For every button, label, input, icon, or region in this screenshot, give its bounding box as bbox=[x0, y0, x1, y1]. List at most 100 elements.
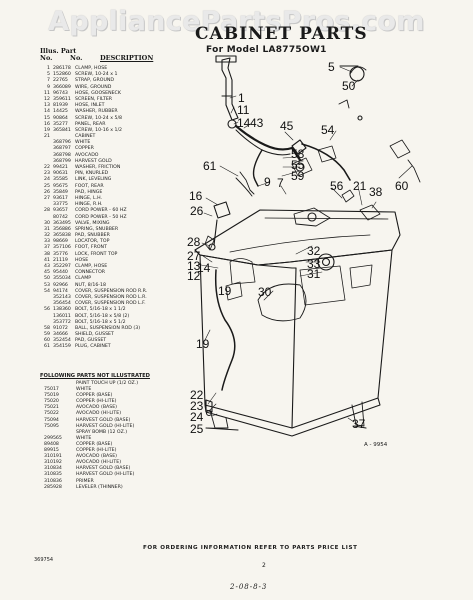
illus-no: 25 bbox=[44, 183, 50, 189]
part-no: 356886 bbox=[53, 226, 71, 232]
part-description: FOOT, FRONT bbox=[75, 245, 107, 251]
callout-1: 1 bbox=[238, 91, 245, 105]
illus-no: 14 bbox=[44, 109, 50, 115]
part-description: CORD POWER - 60 HZ bbox=[75, 208, 127, 214]
part-no: 363495 bbox=[53, 220, 71, 226]
callout-28: 28 bbox=[187, 235, 201, 249]
part-no: 359611 bbox=[53, 96, 71, 102]
callout-54: 54 bbox=[321, 123, 335, 137]
illus-no: 11 bbox=[44, 90, 50, 96]
part-no: 310835 bbox=[44, 472, 62, 478]
model-line: For Model LA8775OW1 bbox=[206, 45, 327, 55]
illus-part-label: Illus. Part bbox=[40, 47, 77, 55]
part-description: HARVEST GOLD bbox=[75, 158, 112, 164]
part-description: STRAP, GROUND bbox=[75, 78, 115, 84]
leader-lines bbox=[200, 66, 413, 429]
callout-22: 22 bbox=[190, 388, 204, 402]
part-description: HOSE, GOOSENECK bbox=[75, 90, 121, 96]
part-description: BOLT, 5/16-18 x 1 1/2 bbox=[75, 307, 126, 313]
part-description: SCREEN, FILTER bbox=[75, 96, 113, 102]
part-no: 99421 bbox=[53, 165, 68, 170]
part-no: 368799 bbox=[53, 158, 71, 164]
part-description: CONNECTOR bbox=[75, 270, 106, 276]
callout-25: 25 bbox=[190, 422, 204, 436]
callout-27: 27 bbox=[187, 249, 201, 263]
part-description: PAD, GUSSET bbox=[75, 338, 107, 344]
part-no: 80742 bbox=[53, 214, 68, 220]
part-no: 365838 bbox=[53, 233, 71, 239]
callout-45: 45 bbox=[280, 119, 294, 133]
part-description: LOCK, FRONT TOP bbox=[75, 251, 118, 257]
not-illustrated-row: 310836 PRIMER bbox=[40, 479, 190, 485]
figure-code: A - 9954 bbox=[364, 442, 388, 448]
part-no: 93657 bbox=[53, 208, 68, 214]
part-description: COVER, SUSPENSION ROD L.F. bbox=[75, 301, 146, 307]
part-no: 89408 bbox=[44, 441, 59, 447]
callout-12: 12 bbox=[187, 269, 201, 283]
part-no: 310192 bbox=[44, 460, 62, 466]
illus-no: 53 bbox=[44, 282, 50, 288]
part-description: WASHER, FRICTION bbox=[75, 165, 121, 170]
illus-no: 38 bbox=[44, 251, 50, 257]
part-no: 35776 bbox=[53, 251, 68, 257]
part-description: LOCATOR, TOP bbox=[75, 239, 110, 245]
illus-no-header: No. bbox=[40, 54, 53, 62]
part-description: NUT, 8/16-18 bbox=[75, 282, 106, 288]
part-no: 21119 bbox=[53, 257, 68, 263]
hose-assembly-drawing bbox=[214, 55, 421, 391]
part-no: 93617 bbox=[53, 195, 68, 201]
callout-59: 59 bbox=[291, 169, 305, 183]
part-no: 310836 bbox=[44, 478, 62, 484]
part-description: SPRING, SNUBBER bbox=[75, 226, 119, 232]
callout-50: 50 bbox=[342, 79, 356, 93]
callout-55: 55 bbox=[291, 158, 305, 172]
part-row: 368799 HARVEST GOLD bbox=[40, 159, 190, 165]
callout-5: 5 bbox=[328, 60, 335, 74]
illus-no: 61 bbox=[44, 344, 50, 350]
part-description: PRIMER bbox=[76, 478, 94, 484]
callout-11: 11 bbox=[237, 103, 250, 117]
illus-no: 15 bbox=[44, 115, 50, 121]
illus-no: 7 bbox=[47, 78, 50, 84]
part-description: SCREW, 10-24 x 1 bbox=[75, 72, 118, 78]
part-description: SPRAY BOMB (12 OZ.) bbox=[76, 429, 128, 435]
illus-no: 24 bbox=[44, 177, 50, 183]
part-description: HOSE, INLET bbox=[75, 103, 105, 109]
part-description: COVER, SUSPENSION ROD R.R. bbox=[75, 288, 148, 294]
illus-no: 13 bbox=[44, 103, 50, 109]
callout-9: 9 bbox=[264, 175, 271, 189]
part-no: 366089 bbox=[53, 84, 71, 90]
callout-7: 7 bbox=[277, 176, 284, 190]
part-description: CORD POWER - 50 HZ bbox=[75, 214, 127, 220]
part-description: AVOCADO (BASE) bbox=[76, 454, 118, 460]
part-no: 368797 bbox=[53, 146, 71, 152]
part-description: HOSE bbox=[75, 257, 89, 263]
illus-no: 37 bbox=[44, 245, 50, 251]
part-no: 75095 bbox=[44, 423, 59, 429]
part-description: LEVELER (THINNER) bbox=[76, 484, 123, 490]
part-no: 89915 bbox=[44, 448, 59, 454]
part-description: COPPER bbox=[75, 146, 94, 152]
part-no: 92966 bbox=[53, 282, 68, 288]
part-no: 310191 bbox=[44, 454, 62, 460]
part-description: CLAMP, HOSE bbox=[75, 66, 108, 71]
